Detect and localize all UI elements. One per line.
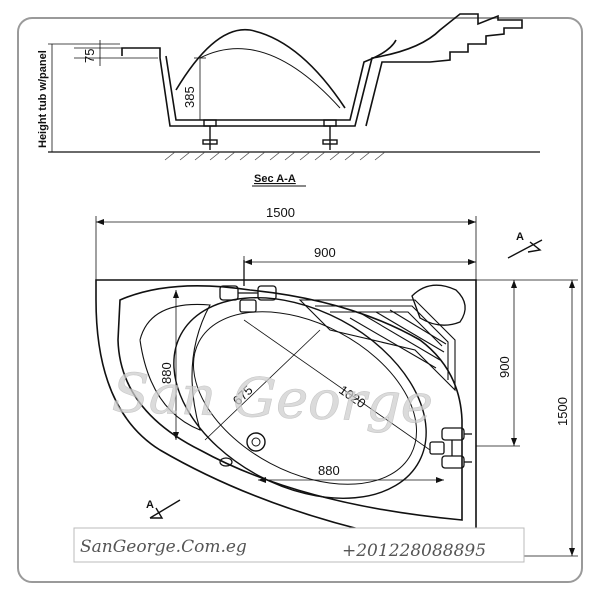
dim-height-inner: 900	[497, 356, 512, 378]
section-view	[48, 13, 540, 161]
dim-width-total: 1500	[266, 205, 295, 220]
corner-seat	[298, 299, 456, 392]
top-faucet	[219, 260, 277, 313]
tub-side-seat	[139, 303, 211, 431]
drain	[246, 432, 266, 452]
section-marker-bottom: A	[146, 499, 154, 511]
dim-height-total: 1500	[555, 397, 570, 426]
plan-dimensions	[95, 216, 578, 557]
tub-plan-rim	[117, 284, 463, 521]
section-label: Sec A-A	[254, 173, 296, 185]
watermark: San George	[111, 361, 434, 435]
drawing-frame	[17, 17, 583, 583]
tub-basin	[173, 297, 427, 499]
height-tub-label: Height tub w/panel	[37, 50, 49, 148]
tub-legs	[202, 119, 338, 150]
dim-385-label: 385	[182, 86, 197, 108]
footer-banner	[73, 527, 525, 563]
side-faucet	[429, 427, 472, 469]
dimension-arrowheads	[96, 219, 575, 556]
footer-phone: +201228088895	[342, 541, 486, 561]
floor-hatch	[164, 151, 386, 161]
dim-880-horizontal: 880	[318, 463, 340, 478]
footer-website: SanGeorge.Com.eg	[80, 537, 247, 557]
section-marker-top: A	[516, 231, 524, 243]
dim-880-vertical: 880	[159, 362, 174, 384]
tub-backrest-curve	[175, 28, 346, 109]
tub-backrest-curve-2	[199, 48, 341, 109]
dim-75-label: 75	[82, 49, 97, 63]
headrest-pillow	[411, 284, 466, 326]
tub-section-outline	[121, 13, 523, 127]
tub-section-inner	[165, 39, 397, 121]
overflow	[219, 457, 233, 467]
dim-width-inner: 900	[314, 245, 336, 260]
